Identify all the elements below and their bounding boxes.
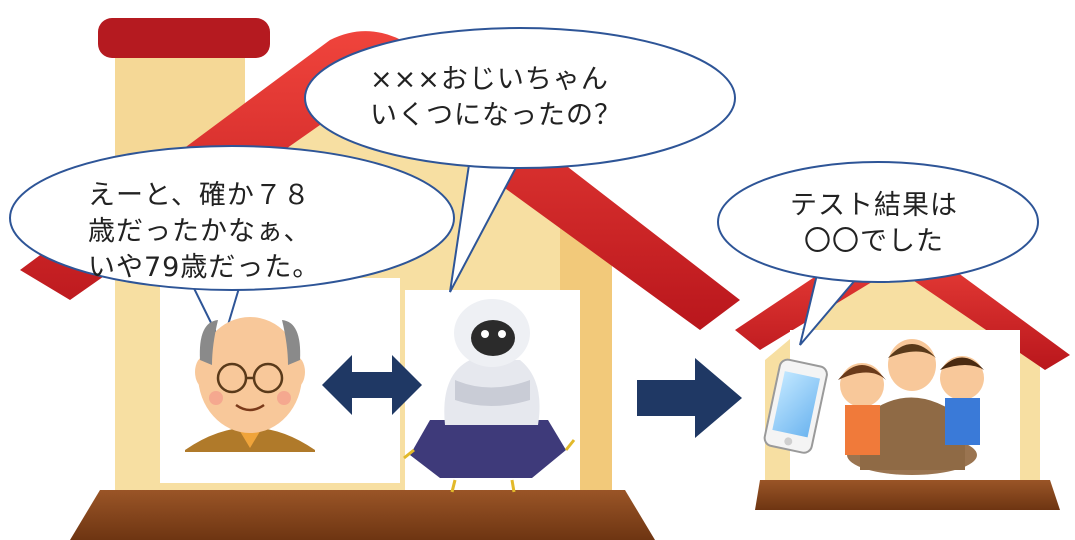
grandpa-answer-line3: いや79歳だった。 bbox=[88, 252, 321, 283]
double-arrow-icon bbox=[322, 355, 422, 415]
grandpa-speech-bubble bbox=[9, 145, 455, 348]
robot-icon bbox=[403, 299, 576, 493]
chimney-cap bbox=[98, 18, 270, 58]
robot-question-line1: ×××おじいちゃん bbox=[370, 64, 609, 95]
result-speech-bubble bbox=[717, 161, 1039, 346]
robot-question-line2: いくつになったの？ bbox=[370, 100, 622, 131]
floor bbox=[70, 490, 655, 540]
grandpa-answer-line1: えーと、確か７８ bbox=[88, 180, 311, 211]
test-result-text: テスト結果は 〇〇でした bbox=[790, 188, 958, 260]
test-result-line1: テスト結果は bbox=[790, 190, 958, 221]
small-floor bbox=[755, 480, 1060, 510]
grandpa-answer-line2: 歳だったかなぁ、 bbox=[88, 216, 312, 247]
robot-question-text: ×××おじいちゃん いくつになったの？ bbox=[370, 62, 622, 134]
test-result-line2: 〇〇でした bbox=[804, 226, 944, 257]
grandpa-answer-text: えーと、確か７８ 歳だったかなぁ、 いや79歳だった。 bbox=[88, 178, 320, 286]
family-icon bbox=[838, 339, 984, 475]
smartphone-icon bbox=[763, 358, 828, 454]
grandfather-icon bbox=[185, 317, 315, 452]
robot-speech-bubble bbox=[304, 27, 736, 293]
right-arrow-icon bbox=[637, 358, 742, 438]
